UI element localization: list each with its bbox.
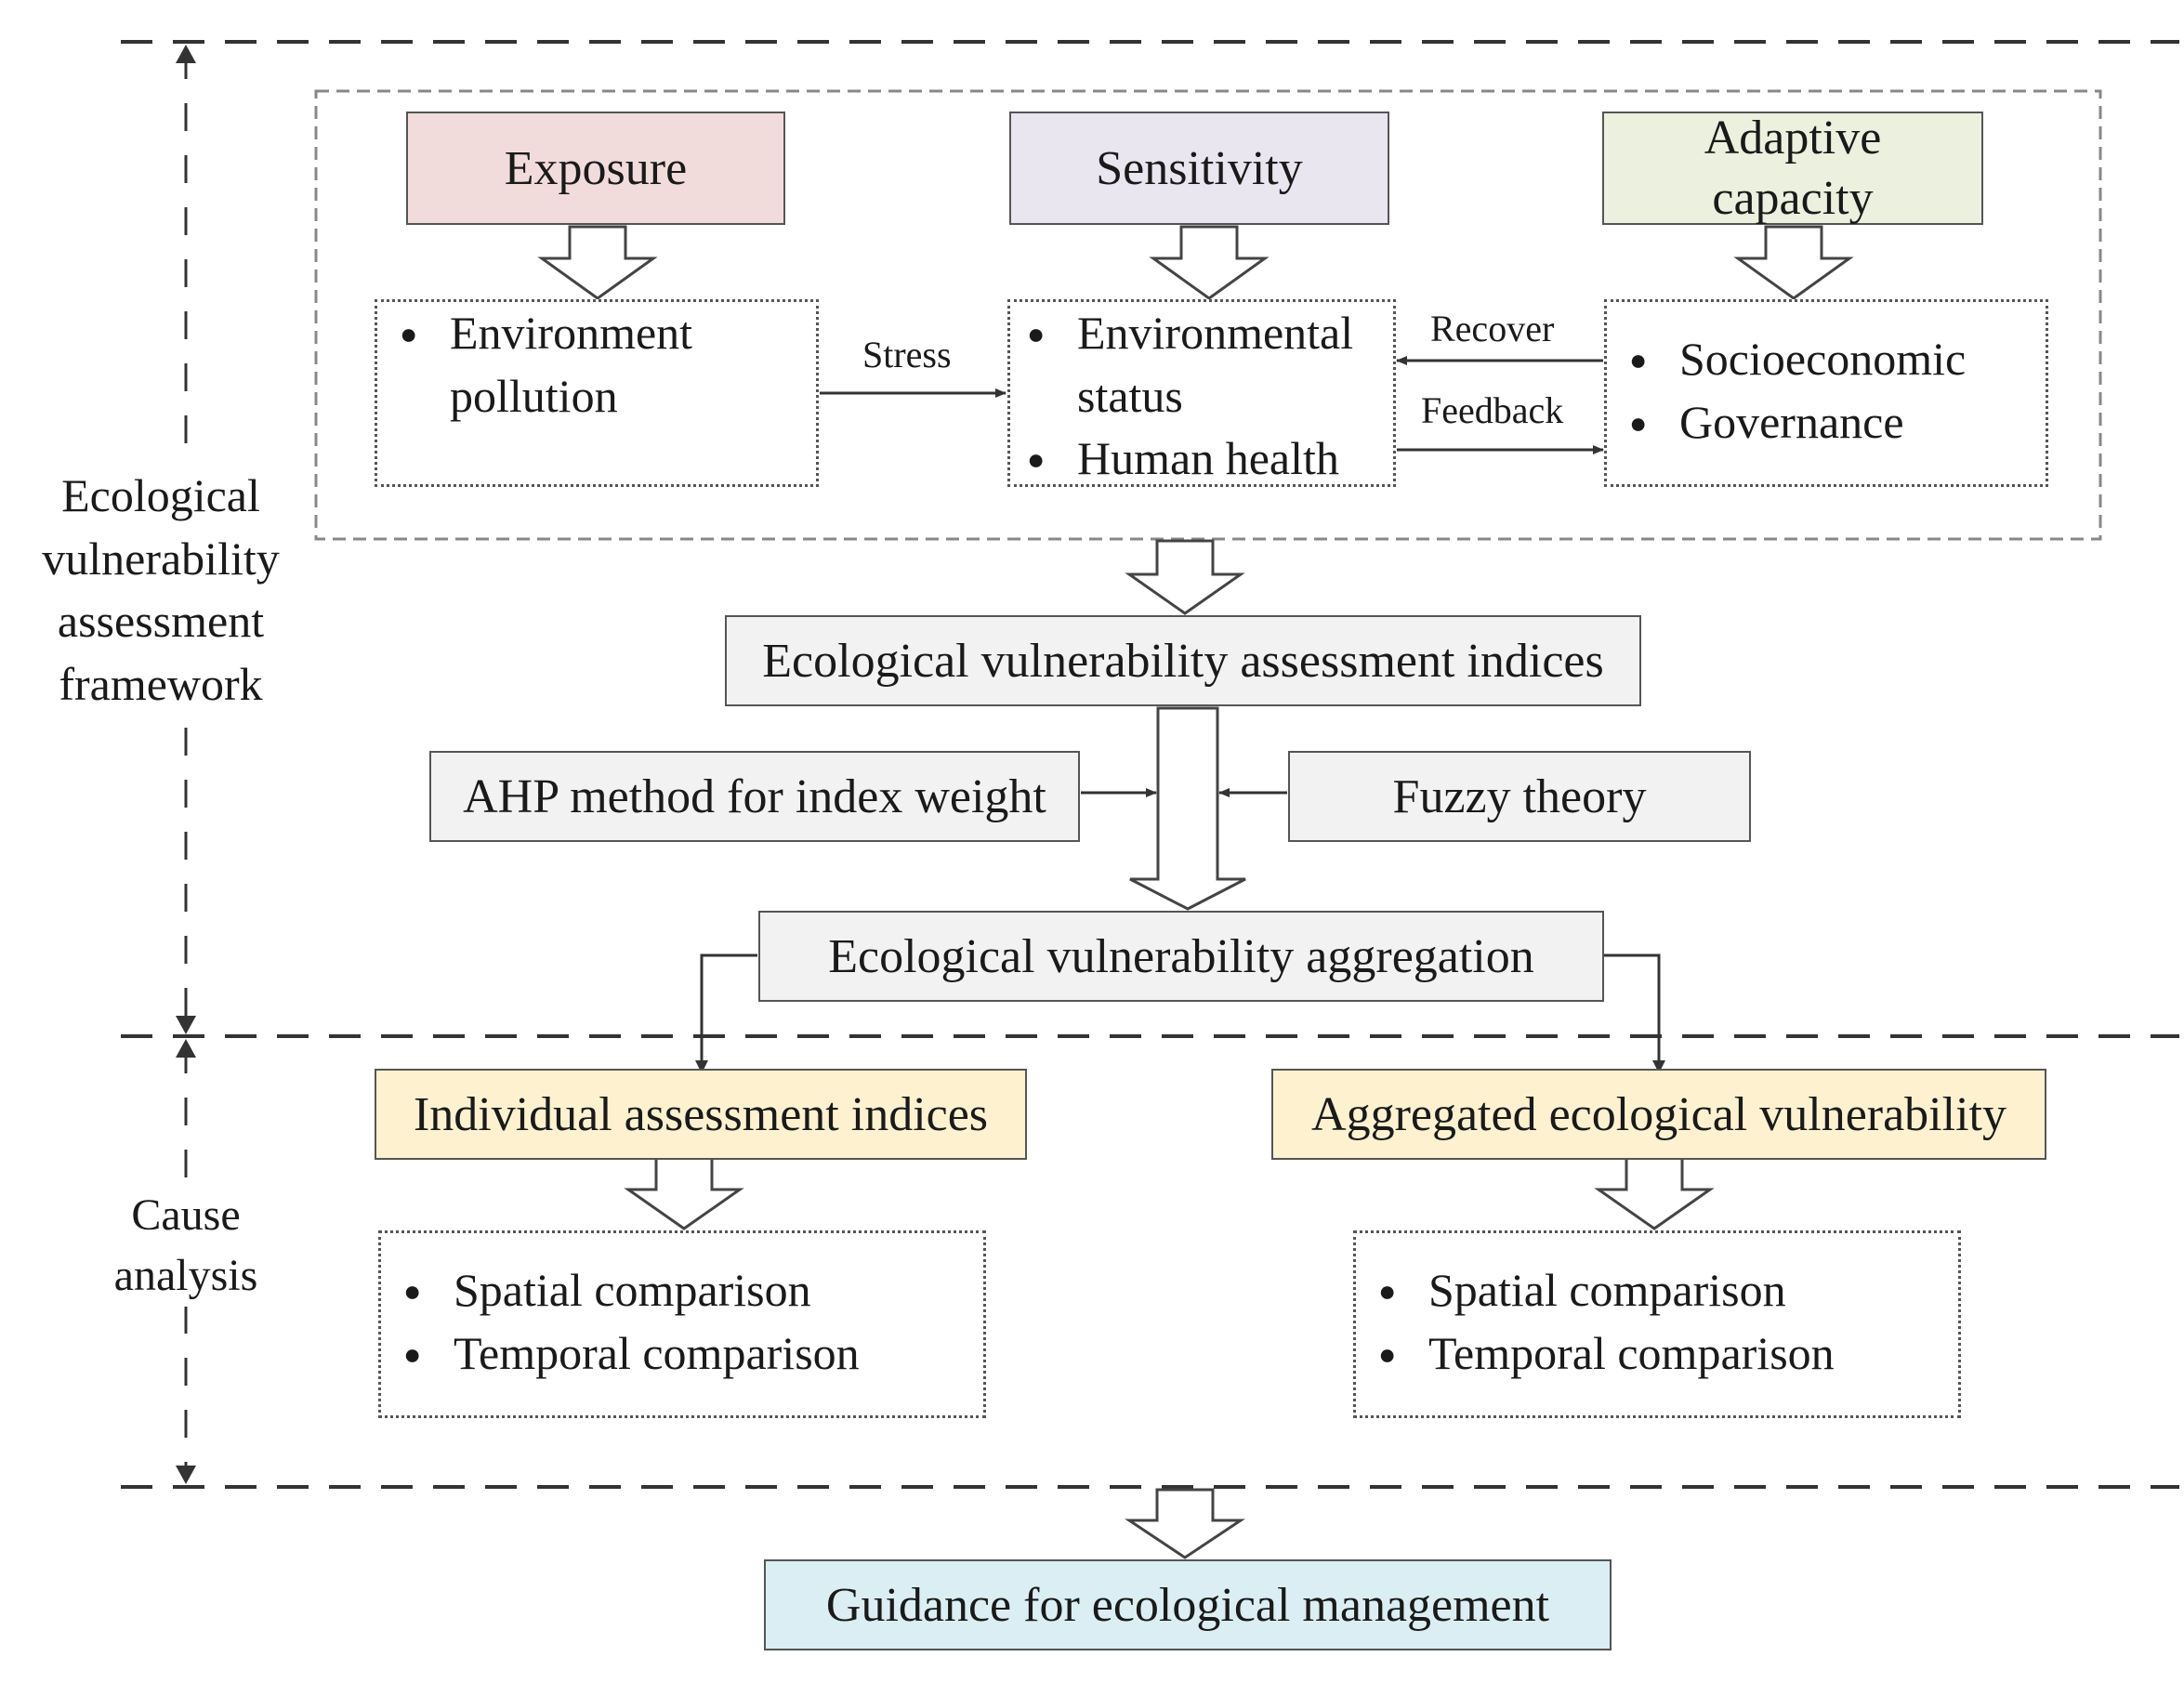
aggregated-vulnerability-box: Aggregated ecological vulnerability: [1271, 1069, 2046, 1160]
indices-to-aggregation-arrow: [1129, 706, 1246, 911]
stress-label: Stress: [859, 333, 955, 376]
cause-span-arrow-top: [176, 1039, 196, 1058]
aggregated-down-arrow: [1594, 1156, 1715, 1230]
aggregation-to-individual-arrow: [695, 953, 757, 1073]
cause-span-arrow-bottom: [176, 1466, 196, 1484]
individual-comparison-box: Spatial comparison Temporal comparison: [378, 1230, 986, 1418]
adaptive-factors-box: Socioeconomic Governance: [1604, 299, 2048, 487]
ahp-method-box: AHP method for index weight: [429, 751, 1080, 842]
framework-span-arrow-bottom: [176, 1016, 196, 1034]
right-temporal-comparison: Temporal comparison: [1365, 1322, 1949, 1386]
aggregated-vulnerability-label: Aggregated ecological vulnerability: [1311, 1087, 2006, 1141]
exposure-label: Exposure: [504, 141, 688, 195]
sensitivity-factors-box: Environmental status Human health: [1007, 299, 1396, 491]
fuzzy-theory-label: Fuzzy theory: [1392, 769, 1647, 823]
framework-to-indices-arrow: [1125, 539, 1245, 615]
cause-section-label: Cause analysis: [93, 1186, 279, 1307]
individual-indices-box: Individual assessment indices: [375, 1069, 1027, 1160]
exposure-factors-box: Environment pollution: [375, 299, 819, 487]
aggregation-box: Ecological vulnerability aggregation: [758, 911, 1604, 1002]
factor-governance: Governance: [1616, 391, 2036, 454]
left-spatial-comparison: Spatial comparison: [390, 1259, 974, 1322]
exposure-down-arrow: [537, 225, 658, 300]
aggregation-label: Ecological vulnerability aggregation: [828, 929, 1534, 983]
guidance-box: Guidance for ecological management: [764, 1559, 1612, 1650]
individual-indices-label: Individual assessment indices: [413, 1087, 989, 1141]
ahp-method-label: AHP method for index weight: [463, 769, 1046, 823]
adaptive-capacity-label: Adaptive capacity: [1704, 112, 1882, 225]
factor-environmental-status: Environmental status: [1014, 302, 1389, 427]
exposure-box: Exposure: [406, 112, 785, 225]
sensitivity-down-arrow: [1149, 225, 1270, 300]
individual-down-arrow: [624, 1156, 744, 1230]
factor-human-health: Human health: [1014, 427, 1389, 491]
left-temporal-comparison: Temporal comparison: [390, 1322, 974, 1386]
factor-socioeconomic: Socioeconomic: [1616, 328, 2036, 391]
adaptive-down-arrow: [1733, 225, 1854, 300]
sensitivity-label: Sensitivity: [1096, 141, 1303, 195]
assessment-indices-box: Ecological vulnerability assessment indi…: [725, 615, 1641, 706]
fuzzy-theory-box: Fuzzy theory: [1288, 751, 1751, 842]
framework-section-label: Ecological vulnerability assessment fram…: [26, 465, 296, 716]
recover-label: Recover: [1427, 307, 1559, 350]
guidance-label: Guidance for ecological management: [825, 1578, 1550, 1632]
feedback-label: Feedback: [1417, 388, 1568, 432]
framework-container: [314, 89, 2102, 541]
factor-environment-pollution: Environment pollution: [387, 302, 807, 427]
adaptive-capacity-box: Adaptive capacity: [1602, 112, 1983, 225]
aggregation-to-aggregated-arrow: [1603, 953, 1665, 1073]
assessment-indices-label: Ecological vulnerability assessment indi…: [762, 634, 1604, 688]
right-spatial-comparison: Spatial comparison: [1365, 1259, 1949, 1322]
sensitivity-box: Sensitivity: [1009, 112, 1389, 225]
guidance-down-arrow: [1125, 1488, 1245, 1559]
aggregated-comparison-box: Spatial comparison Temporal comparison: [1353, 1230, 1961, 1418]
framework-span-arrow-top: [176, 45, 196, 63]
